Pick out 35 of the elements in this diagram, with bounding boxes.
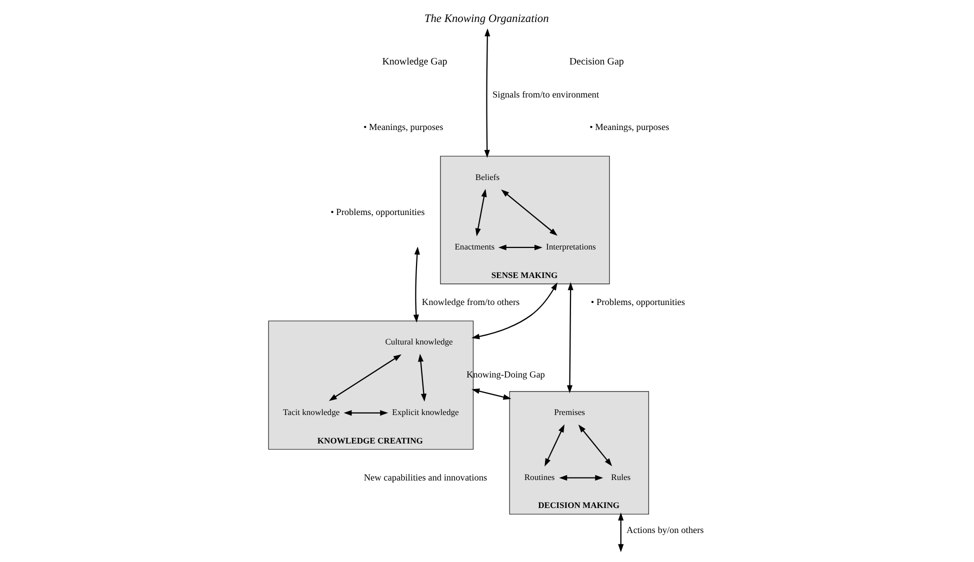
arrow — [500, 189, 557, 236]
node-text: Interpretations — [546, 242, 596, 252]
node-text: Explicit knowledge — [392, 407, 458, 418]
arrow — [474, 188, 486, 236]
label: Decision Gap — [568, 56, 624, 68]
node-text: Beliefs — [474, 172, 500, 182]
arrow — [343, 410, 388, 416]
edge-label: Knowledge from/to others — [421, 298, 520, 308]
label: • Problems, opportunities — [590, 298, 685, 308]
arrow — [484, 28, 490, 158]
edge-label: Actions by/on others — [626, 526, 704, 536]
arrow — [328, 354, 401, 401]
arrow — [417, 354, 426, 402]
arrow — [471, 282, 557, 340]
node-text: Tacit knowledge — [282, 407, 340, 418]
node-text: Enactments — [454, 242, 494, 252]
arrow — [544, 424, 564, 466]
arrow — [471, 388, 511, 400]
node-text: Cultural knowledge — [384, 336, 452, 347]
arrow — [618, 512, 624, 552]
arrow — [566, 282, 573, 394]
arrow — [558, 475, 603, 481]
label: New capabilities and innovations — [363, 473, 487, 484]
label: • Meanings, purposes — [363, 123, 443, 134]
label: Knowledge Gap — [382, 56, 447, 68]
node-text: Premises — [554, 407, 584, 418]
arrow — [578, 424, 612, 466]
label: • Problems, opportunities — [330, 208, 424, 218]
node-text: Routines — [524, 472, 554, 482]
edge-label: Signals from/to environment — [492, 90, 599, 100]
arrow — [498, 244, 542, 250]
label: • Meanings, purposes — [589, 123, 669, 134]
arrow — [412, 246, 420, 323]
diagram-title: The Knowing Organization — [424, 13, 548, 26]
node-text: Rules — [610, 472, 630, 482]
